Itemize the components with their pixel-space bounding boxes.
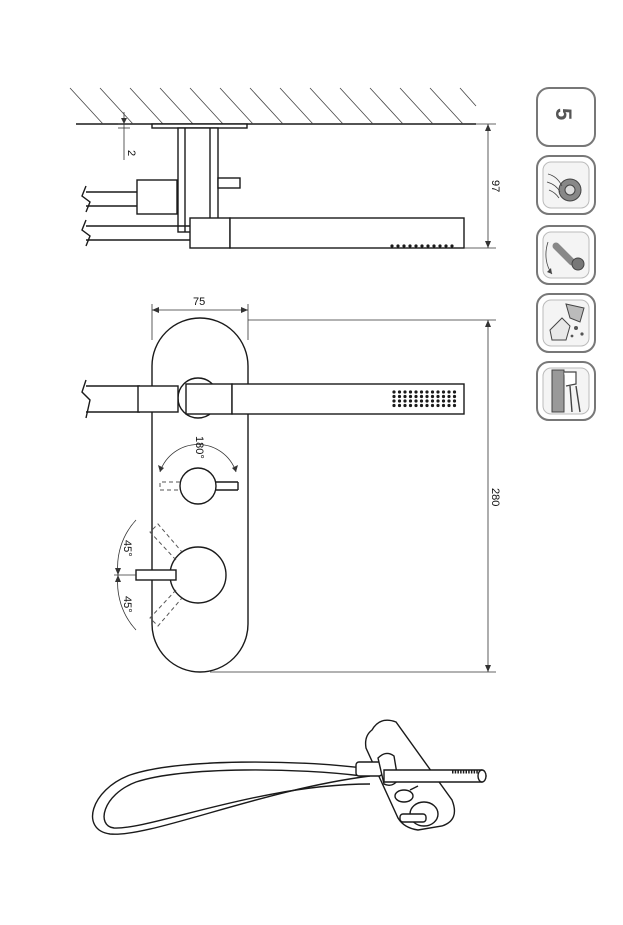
warranty-icon: 5 (536, 87, 596, 147)
nozzle-grid-front (392, 390, 457, 408)
nozzle-dot (414, 399, 418, 403)
nozzle-dot (441, 394, 446, 399)
height-label: 280 (489, 488, 501, 506)
nozzle-dot (392, 399, 396, 403)
nozzle-dot (403, 399, 407, 403)
handle-block (136, 179, 178, 215)
hand-shower-side (229, 217, 465, 249)
rotation-label: 180° (193, 436, 205, 459)
nozzle-dot (419, 399, 424, 403)
nozzle-dot (397, 399, 402, 403)
nozzle-dot (408, 399, 413, 403)
rotation-arc (159, 444, 237, 473)
nozzle-dot (397, 390, 402, 394)
break-mark (81, 219, 91, 247)
wall-hatching (69, 87, 477, 125)
nozzle-dot (408, 403, 413, 408)
shower-hose-inner (103, 769, 371, 829)
shower-hose (91, 761, 371, 835)
hand-shower-perspective (383, 769, 487, 783)
cleaning-icon (536, 293, 596, 353)
diverter-knob-perspective (394, 789, 414, 803)
nozzle-dot (441, 390, 446, 394)
depth-label: 97 (489, 180, 501, 192)
nozzle-dot (452, 390, 457, 394)
nozzle-dot (414, 390, 418, 394)
nozzle-dot (403, 403, 407, 408)
nozzle-dot (452, 399, 457, 403)
warranty-label: 5 (551, 108, 576, 120)
nozzle-dot (392, 390, 396, 394)
feature-icons: 5 (536, 87, 596, 421)
mixer-lever-perspective (399, 813, 427, 823)
dimension-depth: 97 (464, 123, 501, 249)
nozzle-dot (436, 394, 440, 399)
perspective-view (91, 719, 487, 835)
nozzle-dot (430, 399, 435, 403)
nozzle-dot (419, 390, 424, 394)
nozzle-dot (447, 390, 451, 394)
nozzle-dot (408, 394, 413, 399)
lever-alt-upper (149, 523, 183, 561)
nozzle-dot (403, 394, 407, 399)
nozzle-dot (419, 403, 424, 408)
swivel-spout-icon (536, 225, 596, 285)
diverter-knob (179, 467, 217, 505)
lever-alt-lower (149, 589, 183, 627)
nozzle-dot (397, 403, 402, 408)
nozzle-dots-side (390, 244, 454, 248)
nozzle-dot (392, 403, 396, 408)
nozzle-dot (452, 403, 457, 408)
break-mark (81, 185, 91, 213)
nozzle-dot (425, 399, 429, 403)
hand-shower-front (231, 383, 465, 415)
nozzle-dot (452, 394, 457, 399)
nozzle-dot (414, 403, 418, 408)
nozzle-dot (430, 394, 435, 399)
nozzle-dot (425, 390, 429, 394)
wall-mount-icon (536, 361, 596, 421)
nozzle-dot (403, 390, 407, 394)
nozzle-dot (436, 403, 440, 408)
dimension-wall-gap: 2 (118, 112, 137, 160)
dimension-height: 280 (210, 319, 501, 673)
side-section-view: 2 97 (69, 87, 501, 249)
nozzle-dot (447, 403, 451, 408)
nozzle-dot (441, 403, 446, 408)
mixer-lever (135, 569, 177, 581)
nozzle-dot (397, 394, 402, 399)
nozzle-dot (425, 403, 429, 408)
mixer-knob (169, 546, 227, 604)
nozzle-dot (392, 394, 396, 399)
valve-body (177, 127, 219, 233)
front-elevation-view: 180° 45° 45° 75 280 (81, 296, 501, 673)
width-label: 75 (193, 296, 205, 308)
nozzle-dot (447, 394, 451, 399)
break-mark (81, 379, 91, 419)
tilt-lower-label: 45° (121, 596, 133, 613)
nozzle-dot (430, 403, 435, 408)
tilt-upper-label: 45° (121, 540, 133, 557)
nozzle-dot (408, 390, 413, 394)
nozzle-dot (425, 394, 429, 399)
wall-gap-label: 2 (125, 150, 137, 156)
holder (189, 217, 231, 249)
lever-stub (217, 177, 241, 189)
nozzle-dot (441, 399, 446, 403)
nozzle-dot (430, 390, 435, 394)
hose-connector-perspective (355, 761, 383, 777)
hose-connector (137, 385, 179, 413)
aerator-icon (536, 155, 596, 215)
nozzle-dot (436, 399, 440, 403)
nozzle-dot (414, 394, 418, 399)
dimension-width: 75 (151, 296, 249, 340)
nozzle-dot (419, 394, 424, 399)
holder-front (185, 383, 233, 415)
nozzle-dot (436, 390, 440, 394)
knob-alt-position (159, 481, 180, 491)
nozzle-dot (447, 399, 451, 403)
